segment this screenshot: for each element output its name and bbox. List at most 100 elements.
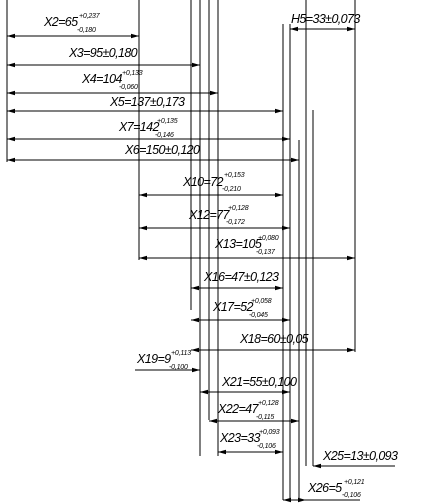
arrow-x16-right [275, 285, 283, 291]
arrow-x12-left [139, 225, 147, 231]
arrow-x2-right [131, 33, 139, 39]
dimension-labels: X2=65 +0,237 -0,180 H5=33±0,073 X3=95±0,… [43, 5, 399, 499]
arrow-x21-left [200, 389, 208, 395]
arrow-x21-right [282, 389, 290, 395]
arrow-x16-left [191, 285, 199, 291]
arrow-x6-left [7, 157, 15, 163]
arrow-x10-left [139, 192, 147, 198]
arrow-x7-right [282, 136, 290, 142]
arrow-x17-right [282, 317, 290, 323]
label-x2-lower: -0,180 [77, 27, 96, 34]
arrow-x23-left [218, 449, 226, 455]
label-x19-lower: -0,100 [169, 364, 188, 371]
label-x6: X6=150±0,120 [124, 143, 200, 157]
label-x7: X7=142 +0,135 -0,146 [118, 110, 182, 139]
label-x13-main: X13=105 [214, 237, 262, 251]
arrow-x23-right [275, 449, 283, 455]
label-x23-lower: -0,106 [257, 443, 276, 450]
arrow-x18-right [347, 347, 355, 353]
label-x10-upper: +0,153 [224, 172, 245, 179]
label-x5-main: X5=137±0,173 [109, 95, 185, 109]
label-x12-upper: +0,128 [228, 205, 249, 212]
label-x26: X26=5 +0,121 -0,106 [307, 471, 369, 499]
arrow-x5-right [275, 108, 283, 114]
label-x22: X22=47 +0,128 -0,115 [217, 392, 283, 421]
label-x4-upper: +0,133 [122, 70, 143, 77]
label-x5: X5=137±0,173 [109, 95, 185, 109]
arrow-x6-right [291, 157, 299, 163]
extension-lines [6, 0, 356, 500]
arrow-x26-left [283, 497, 291, 503]
label-x26-upper: +0,121 [344, 479, 365, 486]
label-x17: X17=52 +0,058 -0,045 [212, 290, 276, 319]
label-x23: X23=33 +0,093 -0,106 [219, 421, 284, 450]
label-x16-main: X16=47±0,123 [203, 270, 279, 284]
arrow-x4-right [210, 90, 218, 96]
label-x26-main: X26=5 [307, 481, 342, 495]
arrow-x13-right [347, 255, 355, 261]
label-x4: X4=104 +0,133 -0,060 [81, 62, 147, 91]
arrow-x4-left [7, 90, 15, 96]
label-x4-main: X4=104 [81, 72, 122, 86]
label-x2-upper: +0,237 [79, 13, 101, 20]
label-x19-upper: +0,113 [171, 350, 191, 357]
label-x22-main: X22=47 [217, 402, 259, 416]
label-x7-lower: -0,146 [155, 132, 174, 139]
label-x23-upper: +0,093 [259, 429, 280, 436]
arrow-x22-left [209, 418, 217, 424]
label-x13-lower: -0,137 [256, 249, 276, 256]
label-x22-lower: -0,115 [256, 414, 274, 421]
arrow-x7-left [7, 136, 15, 142]
label-x12: X12=77 +0,128 -0,172 [188, 197, 253, 226]
label-x19-main: X19=9 [136, 352, 171, 366]
arrow-x3-left [7, 62, 15, 68]
label-x25: X25=13±0,093 [322, 449, 398, 463]
label-h5: H5=33±0,073 [291, 12, 360, 26]
arrow-x17-left [191, 317, 199, 323]
arrow-x18-left [191, 347, 199, 353]
label-x6-main: X6=150±0,120 [124, 143, 200, 157]
label-x12-main: X12=77 [188, 208, 230, 222]
label-x18: X18=60±0,05 [239, 332, 309, 346]
arrow-x10-right [275, 192, 283, 198]
label-x12-lower: -0,172 [226, 219, 245, 226]
label-x21-main: X21=55±0,100 [221, 375, 297, 389]
arrow-x22-right [291, 418, 299, 424]
label-x7-main: X7=142 [118, 120, 159, 134]
label-x21: X21=55±0,100 [221, 375, 297, 389]
label-x4-lower: -0,060 [119, 84, 138, 91]
label-x26-lower: -0,106 [342, 492, 361, 499]
label-x7-upper: +0,135 [157, 118, 178, 125]
label-x2: X2=65 +0,237 -0,180 [43, 5, 104, 34]
label-x19: X19=9 +0,113 -0,100 [136, 342, 195, 371]
label-x10-lower: -0,210 [222, 186, 241, 193]
arrow-x13-left [139, 255, 147, 261]
label-x10-main: X10=72 [182, 175, 223, 189]
label-h5-main: H5=33±0,073 [291, 12, 360, 26]
arrow-h5-left [290, 26, 298, 32]
label-x18-main: X18=60±0,05 [239, 332, 309, 346]
arrow-x2-left [7, 33, 15, 39]
arrow-x3-right [192, 62, 200, 68]
label-x17-upper: +0,058 [251, 298, 272, 305]
arrow-x5-left [7, 108, 15, 114]
label-x16: X16=47±0,123 [203, 270, 279, 284]
label-x10: X10=72 +0,153 -0,210 [182, 164, 249, 193]
label-x17-lower: -0,045 [249, 312, 268, 319]
label-x22-upper: +0,128 [258, 400, 279, 407]
label-x23-main: X23=33 [219, 431, 260, 445]
label-x17-main: X17=52 [212, 300, 253, 314]
arrow-x12-right [282, 225, 290, 231]
label-x2-main: X2=65 [43, 15, 78, 29]
arrow-x19-right [192, 367, 200, 373]
dimension-lines [7, 26, 395, 503]
label-x3-main: X3=95±0,180 [68, 46, 138, 60]
label-x3: X3=95±0,180 [68, 46, 138, 60]
arrow-x26-right [298, 497, 306, 503]
label-x25-main: X25=13±0,093 [322, 449, 398, 463]
label-x13: X13=105 +0,080 -0,137 [214, 227, 283, 256]
label-x13-upper: +0,080 [258, 235, 279, 242]
arrow-h5-right [347, 26, 355, 32]
